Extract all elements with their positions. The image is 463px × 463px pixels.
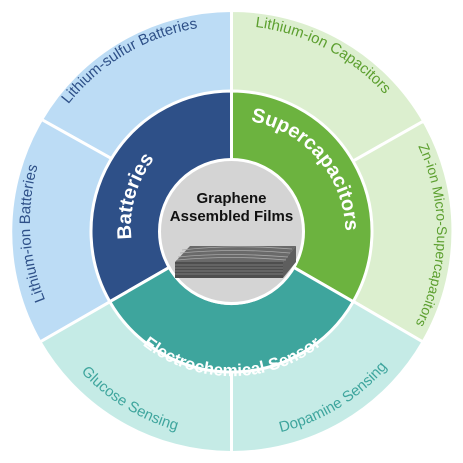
graphene-film-image [175,246,296,278]
center-circle [158,158,305,305]
center-title-line1: Graphene [196,190,266,207]
center-title-line2: Assembled Films [170,208,293,225]
